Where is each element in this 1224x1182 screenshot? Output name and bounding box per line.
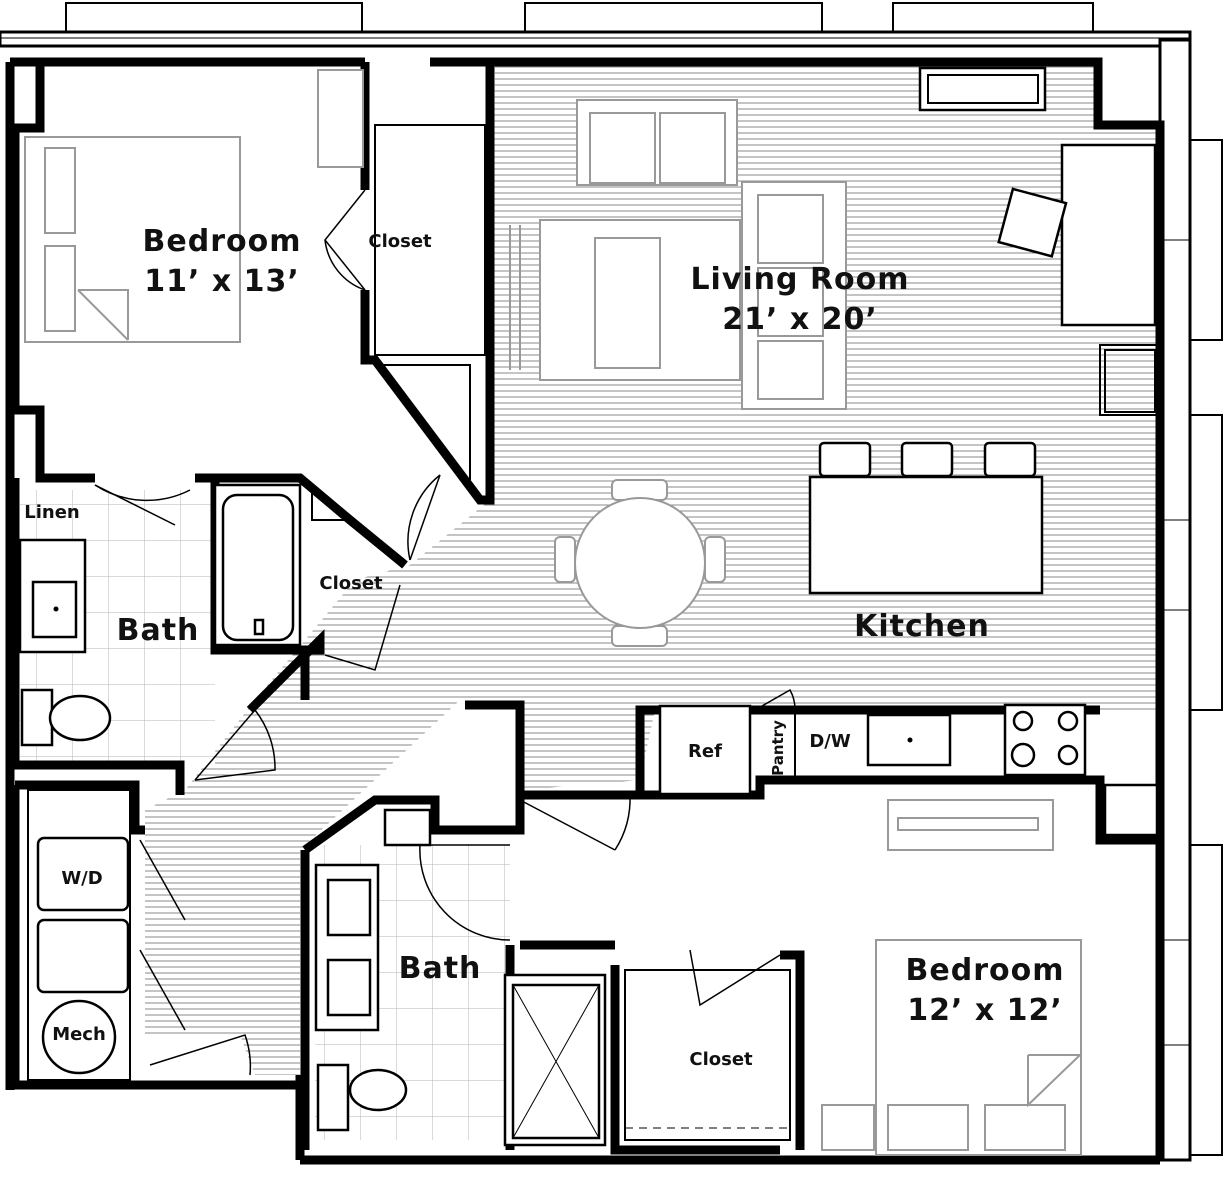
doors	[94, 189, 796, 1076]
kitchen-island	[808, 441, 1044, 595]
bath2-fixtures	[314, 863, 601, 1140]
right-windows	[1158, 38, 1223, 1162]
living-room-name: Living Room	[690, 262, 909, 297]
closet2-label: Closet	[319, 573, 383, 594]
wd-label: W/D	[61, 868, 102, 889]
bath2-label: Bath	[399, 951, 482, 986]
pantry-label: Pantry	[769, 720, 787, 776]
closet3-label: Closet	[689, 1049, 753, 1070]
dw-label: D/W	[809, 731, 851, 752]
bedroom2-furniture	[821, 799, 1083, 1156]
bedroom2-name: Bedroom	[906, 953, 1065, 988]
bedroom1-furniture	[24, 69, 364, 343]
room-labels: Bedroom 11’ x 13’ Closet Living Room 21’…	[24, 224, 1065, 1070]
kitchen-label: Kitchen	[854, 609, 990, 644]
laundry-fixtures	[36, 836, 130, 1075]
linen-label: Linen	[24, 502, 79, 523]
bedroom2-size: 12’ x 12’	[907, 993, 1063, 1028]
top-windows	[0, 2, 1192, 48]
mech-label: Mech	[52, 1024, 106, 1045]
living-room-size: 21’ x 20’	[722, 302, 878, 337]
bedroom1-size: 11’ x 13’	[144, 264, 300, 299]
kitchen-counter	[658, 703, 1159, 837]
bath1-fixtures	[18, 538, 265, 747]
closet1-label: Closet	[368, 231, 432, 252]
dining-set	[554, 479, 726, 647]
living-furniture	[509, 66, 1157, 410]
bedroom1-name: Bedroom	[143, 224, 302, 259]
bath1-label: Bath	[117, 613, 200, 648]
ref-label: Ref	[688, 741, 722, 762]
